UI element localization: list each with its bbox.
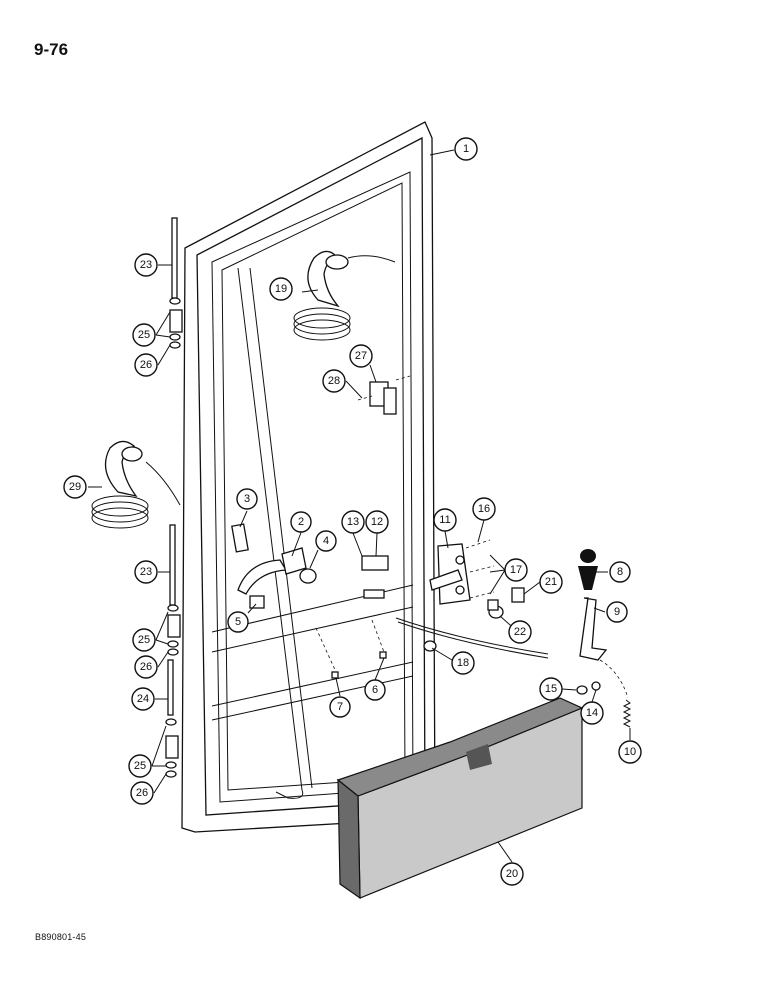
callout-12: 12	[365, 510, 389, 534]
callout-24: 24	[131, 687, 155, 711]
spring	[599, 659, 632, 728]
svg-text:24: 24	[137, 693, 149, 705]
callout-26-middle: 26	[134, 655, 158, 679]
svg-text:13: 13	[347, 516, 359, 528]
callout-8: 8	[609, 561, 631, 583]
door-seal	[237, 267, 313, 799]
striker-bracket	[357, 375, 411, 415]
svg-text:23: 23	[140, 259, 152, 271]
callout-6: 6	[364, 679, 386, 701]
svg-text:20: 20	[506, 868, 518, 880]
svg-text:16: 16	[478, 503, 490, 515]
svg-text:26: 26	[136, 787, 148, 799]
callout-5: 5	[227, 611, 249, 633]
callout-28: 28	[322, 369, 346, 393]
lower-hinge	[165, 659, 179, 778]
svg-text:25: 25	[138, 329, 150, 341]
screws-6-7	[315, 619, 387, 679]
svg-text:23: 23	[140, 566, 152, 578]
callout-13: 13	[341, 510, 365, 534]
svg-text:11: 11	[439, 514, 450, 526]
callout-9: 9	[606, 601, 628, 623]
callout-4: 4	[315, 530, 337, 552]
callout-26-lower: 26	[130, 781, 154, 805]
callout-19: 19	[269, 277, 293, 301]
svg-text:10: 10	[624, 746, 636, 758]
svg-text:26: 26	[140, 661, 152, 673]
svg-text:18: 18	[457, 657, 469, 669]
svg-text:12: 12	[371, 516, 383, 528]
figure-code: B890801-45	[35, 932, 87, 942]
callout-14: 14	[580, 701, 604, 725]
svg-text:9: 9	[614, 606, 620, 618]
svg-text:7: 7	[337, 701, 343, 713]
svg-text:19: 19	[275, 283, 287, 295]
callout-18: 18	[451, 651, 475, 675]
svg-text:26: 26	[140, 359, 152, 371]
foam-pad	[336, 697, 584, 900]
callout-15: 15	[539, 677, 563, 701]
svg-text:4: 4	[323, 535, 329, 547]
lever-knob	[578, 549, 598, 590]
middle-hinge	[167, 524, 181, 656]
callout-23-lower: 23	[134, 560, 158, 584]
callout-1: 1	[454, 137, 478, 161]
callout-11: 11	[433, 508, 457, 532]
page-number: 9-76	[34, 40, 69, 59]
svg-text:29: 29	[69, 481, 81, 493]
svg-text:2: 2	[298, 516, 304, 528]
release-lever	[576, 597, 608, 695]
callout-26-upper: 26	[134, 353, 158, 377]
callout-25-lower: 25	[128, 754, 152, 778]
callout-2: 2	[290, 511, 312, 533]
door-frame	[181, 121, 436, 833]
svg-text:3: 3	[244, 493, 250, 505]
callout-17: 17	[504, 558, 528, 582]
upper-hinge	[169, 217, 183, 349]
svg-text:21: 21	[545, 576, 557, 588]
door-latch	[361, 539, 495, 605]
callout-23-upper: 23	[134, 253, 158, 277]
svg-text:25: 25	[134, 760, 146, 772]
svg-text:22: 22	[514, 626, 526, 638]
callout-7: 7	[329, 696, 351, 718]
svg-text:1: 1	[463, 143, 469, 155]
svg-text:5: 5	[235, 616, 241, 628]
latch-plate-and-knob	[487, 587, 525, 619]
svg-text:17: 17	[510, 564, 522, 576]
svg-text:25: 25	[138, 634, 150, 646]
callout-10: 10	[618, 740, 642, 764]
callout-22: 22	[508, 620, 532, 644]
callout-16: 16	[472, 497, 496, 521]
svg-text:15: 15	[545, 683, 557, 695]
seal-coil-19	[293, 250, 396, 341]
svg-text:14: 14	[586, 707, 598, 719]
svg-text:28: 28	[328, 375, 340, 387]
callout-3: 3	[236, 488, 258, 510]
svg-text:6: 6	[372, 684, 378, 696]
svg-text:27: 27	[355, 350, 367, 362]
callout-21: 21	[539, 570, 563, 594]
inside-handle	[231, 523, 317, 609]
seal-coil-29	[91, 440, 181, 529]
callout-27: 27	[349, 344, 373, 368]
leader-lines	[88, 149, 631, 863]
callout-25-middle: 25	[132, 628, 156, 652]
callout-29: 29	[63, 475, 87, 499]
callout-20: 20	[500, 862, 524, 886]
callout-25-upper: 25	[132, 323, 156, 347]
svg-text:8: 8	[617, 566, 623, 578]
